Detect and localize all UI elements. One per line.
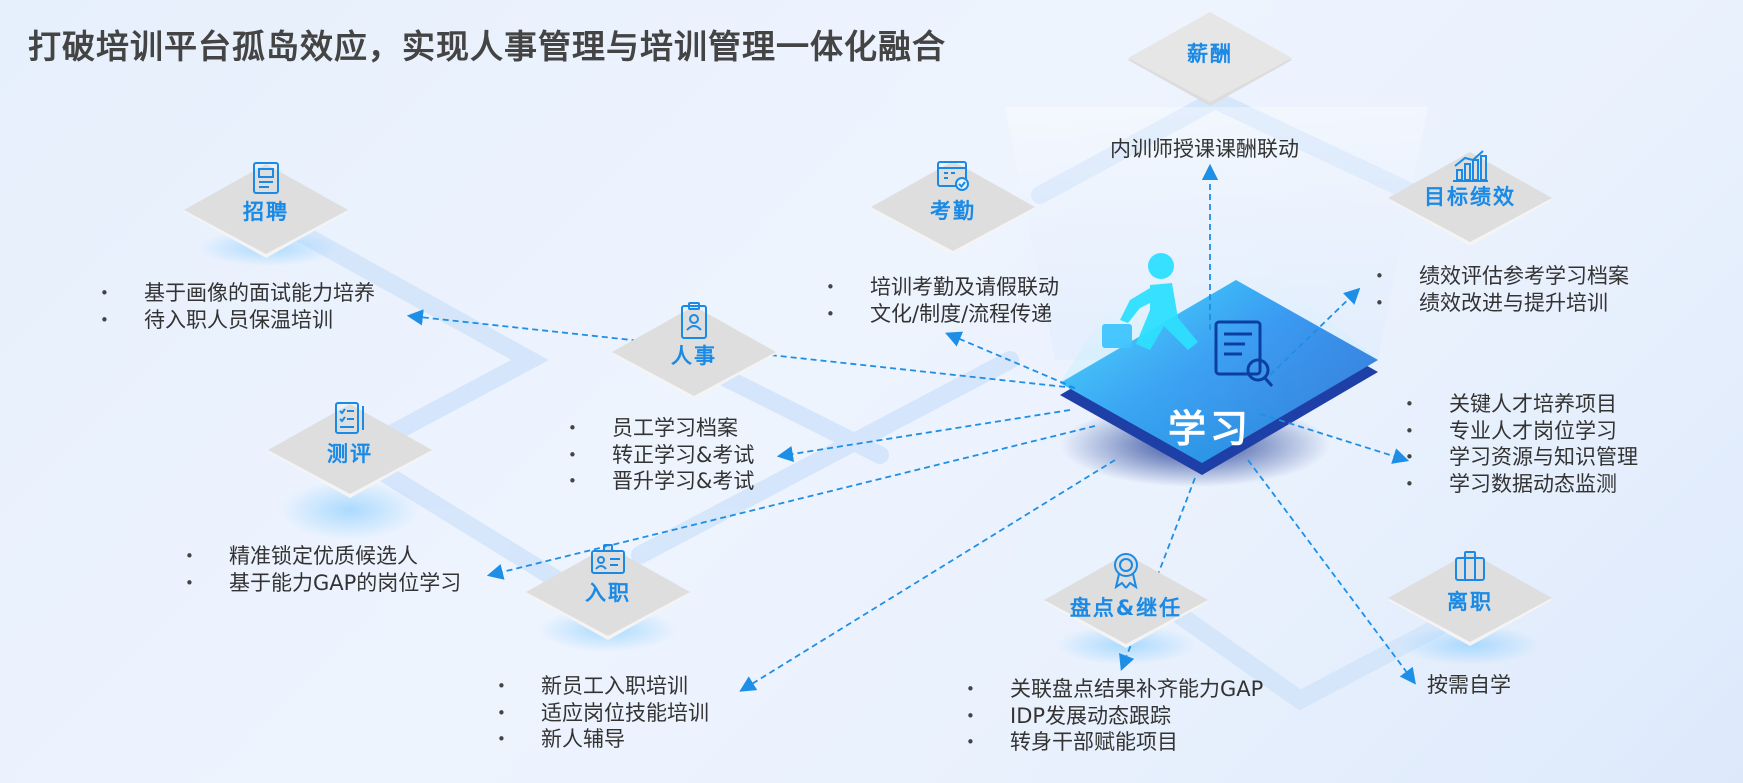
node-performance: 目标绩效 xyxy=(1386,150,1554,246)
node-attendance: 考勤 xyxy=(869,159,1037,255)
node-leave: 离职 xyxy=(1386,550,1554,646)
arrow-to-onboard xyxy=(739,459,1116,692)
list-item: 基于画像的面试能力培养 xyxy=(100,280,375,307)
list-item: 关键人才培养项目 xyxy=(1405,391,1638,418)
list-item: 适应岗位技能培训 xyxy=(497,700,709,727)
attendance-list: 培训考勤及请假联动 文化/制度/流程传递 xyxy=(826,274,1059,327)
document-search-icon xyxy=(1214,320,1274,387)
checklist-pen-icon xyxy=(335,402,364,434)
talent-list: 关键人才培养项目 专业人才岗位学习 学习资源与知识管理 学习数据动态监测 xyxy=(1405,391,1638,497)
list-item: 晋升学习&考试 xyxy=(568,468,754,495)
node-label: 离职 xyxy=(1447,590,1493,614)
node-inventory: 盘点&继任 xyxy=(1042,552,1210,648)
onboard-list: 新员工入职培训 适应岗位技能培训 新人辅导 xyxy=(497,673,709,753)
list-item: 新员工入职培训 xyxy=(497,673,709,700)
inventory-list: 关联盘点结果补齐能力GAP IDP发展动态跟踪 转身干部赋能项目 xyxy=(966,676,1263,756)
node-label: 目标绩效 xyxy=(1424,185,1516,209)
list-item: 专业人才岗位学习 xyxy=(1405,418,1638,445)
node-label: 入职 xyxy=(585,581,631,605)
recruit-document-icon xyxy=(253,162,279,194)
list-item: 基于能力GAP的岗位学习 xyxy=(185,570,461,597)
list-item: 文化/制度/流程传递 xyxy=(826,301,1059,328)
arrow-to-assessment xyxy=(486,425,1096,580)
briefcase-icon xyxy=(1455,551,1485,581)
hr-list: 员工学习档案 转正学习&考试 晋升学习&考试 xyxy=(568,415,754,495)
page-title: 打破培训平台孤岛效应，实现人事管理与培训管理一体化融合 xyxy=(28,27,946,66)
node-label: 测评 xyxy=(327,442,373,466)
list-item: 绩效评估参考学习档案 xyxy=(1375,263,1629,290)
node-recruit: 招聘 xyxy=(182,162,350,258)
assessment-list: 精准锁定优质候选人 基于能力GAP的岗位学习 xyxy=(185,543,461,596)
leave-text: 按需自学 xyxy=(1427,673,1511,697)
node-assessment: 测评 xyxy=(266,402,434,498)
list-item: 转正学习&考试 xyxy=(568,442,754,469)
list-item: 培训考勤及请假联动 xyxy=(826,274,1059,301)
list-item: 待入职人员保温培训 xyxy=(100,307,375,334)
arrow-to-performance xyxy=(1269,287,1361,376)
node-label: 招聘 xyxy=(243,200,289,224)
list-item: IDP发展动态跟踪 xyxy=(966,703,1263,730)
list-item: 精准锁定优质候选人 xyxy=(185,543,461,570)
bar-chart-growth-icon xyxy=(1453,150,1488,182)
center-learning-label: 学习 xyxy=(1168,407,1253,451)
node-onboard: 入职 xyxy=(524,544,692,640)
node-salary: 薪酬 xyxy=(1126,10,1294,106)
walking-person-icon xyxy=(1102,253,1198,350)
performance-list: 绩效评估参考学习档案 绩效改进与提升培训 xyxy=(1375,263,1629,316)
node-label: 人事 xyxy=(671,344,717,368)
arrow-to-hr xyxy=(776,409,1071,462)
node-label: 考勤 xyxy=(930,199,976,223)
list-item: 绩效改进与提升培训 xyxy=(1375,290,1629,317)
recruit-list: 基于画像的面试能力培养 待入职人员保温培训 xyxy=(100,280,375,333)
node-label: 盘点&继任 xyxy=(1069,596,1183,620)
list-item: 新人辅导 xyxy=(497,726,709,753)
salary-text: 内训师授课课酬联动 xyxy=(1110,137,1299,161)
list-item: 转身干部赋能项目 xyxy=(966,729,1263,756)
calendar-check-icon xyxy=(937,161,969,191)
list-item: 员工学习档案 xyxy=(568,415,754,442)
arrow-to-leave xyxy=(1247,459,1416,685)
award-medal-icon xyxy=(1114,553,1138,590)
node-label: 薪酬 xyxy=(1187,42,1233,66)
list-item: 学习资源与知识管理 xyxy=(1405,444,1638,471)
list-item: 关联盘点结果补齐能力GAP xyxy=(966,676,1263,703)
id-badge-icon xyxy=(591,544,625,574)
arrow-to-attendance xyxy=(945,331,1076,389)
arrow-to-talent xyxy=(1259,413,1410,464)
list-item: 学习数据动态监测 xyxy=(1405,471,1638,498)
node-hr: 人事 xyxy=(610,302,778,400)
personnel-file-icon xyxy=(681,302,707,339)
